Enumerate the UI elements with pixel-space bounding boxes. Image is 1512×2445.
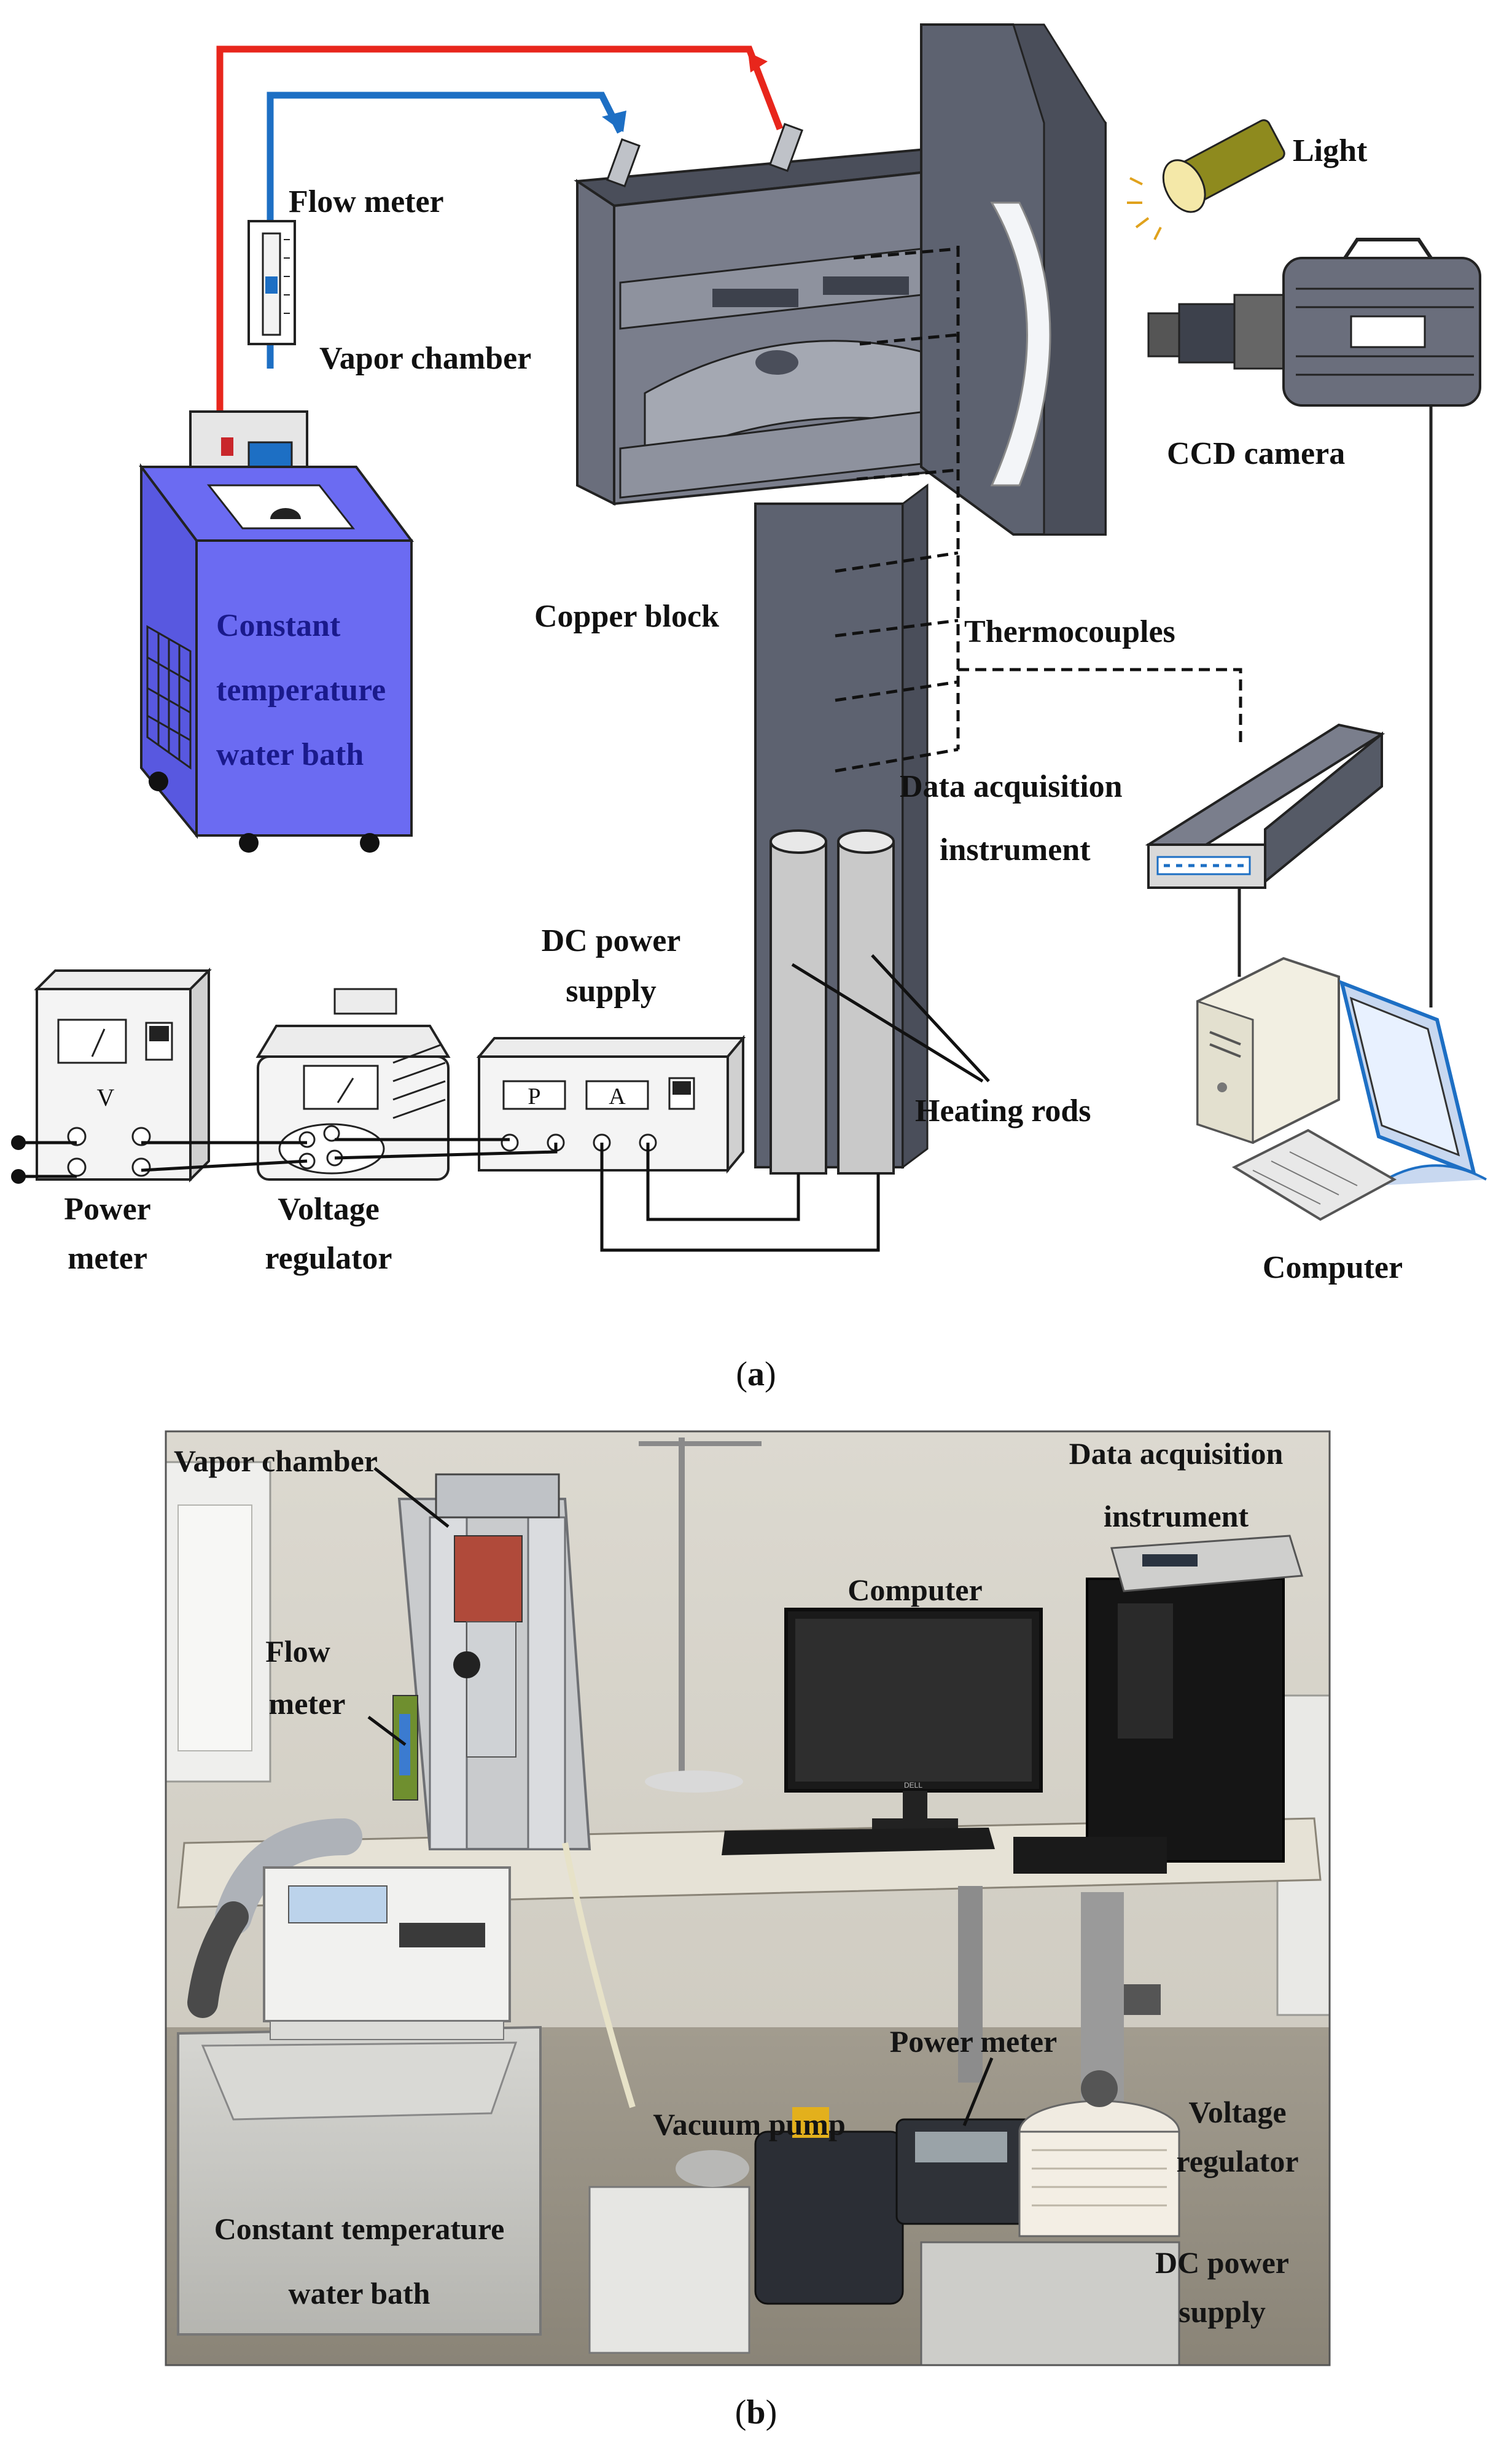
vent-grille [146, 625, 192, 770]
vapor-chamber-label: Vapor chamber [319, 341, 531, 376]
heating-rods [770, 829, 895, 1175]
light-label: Light [1293, 133, 1368, 168]
ccd-camera [1147, 238, 1481, 407]
photo-power-meter-label: Power meter [890, 2024, 1058, 2059]
power-meter-label-1: Power [64, 1192, 150, 1227]
dc-a-label: A [609, 1084, 626, 1109]
inlet-nozzle [606, 138, 641, 187]
cold-water-line [267, 92, 623, 369]
heating-rods-label: Heating rods [915, 1093, 1091, 1129]
voltage-regulator-label-1: Voltage [278, 1192, 380, 1227]
dc-label-2: supply [566, 974, 656, 1009]
water-bath-label-3: water bath [216, 737, 364, 772]
thermocouples-label: Thermocouples [964, 614, 1175, 649]
water-bath: Constant temperature water bath [139, 410, 414, 853]
outlet-nozzle [769, 123, 803, 172]
photo-daq [1110, 1535, 1303, 1592]
photo-daq-label-1: Data acquisition [1069, 1436, 1284, 1471]
computer-label: Computer [1263, 1250, 1403, 1285]
photo-power-meter [895, 2118, 1033, 2225]
heating-rods-callout [791, 954, 990, 1083]
schematic-diagram: Constant temperature water bath [11, 23, 1487, 1393]
monitor-brand: DELL [904, 1781, 922, 1790]
copper-block-label: Copper block [534, 599, 719, 634]
dc-power-supply: P A [476, 1035, 746, 1174]
power-meter-label-2: meter [68, 1241, 147, 1276]
lab-table [177, 1817, 1322, 1909]
photo-dc-label-2: supply [1179, 2294, 1266, 2329]
photo-bath-label-2: water bath [288, 2276, 430, 2310]
rig-frame [392, 1473, 591, 1850]
vapor-chamber [574, 123, 987, 506]
photo-voltage-regulator [1018, 2070, 1180, 2237]
dc-p-label: P [528, 1084, 540, 1109]
light [1127, 119, 1285, 240]
wiring [141, 1138, 880, 1252]
water-bath-label-2: temperature [216, 673, 386, 708]
flow-meter [247, 220, 296, 345]
photo-water-bath [177, 1866, 542, 2336]
hot-water-line [216, 45, 784, 412]
viewing-window [920, 23, 1107, 536]
flow-meter-label: Flow meter [289, 184, 444, 219]
cold-line-arrow [602, 111, 626, 132]
photo-voltage-label-2: regulator [1176, 2144, 1298, 2178]
computer-keyboard [1231, 1129, 1397, 1221]
dc-label-1: DC power [542, 923, 681, 958]
thermocouples [835, 246, 1242, 773]
photo-bath-label-1: Constant temperature [214, 2212, 505, 2246]
voltage-regulator-label-2: regulator [265, 1241, 392, 1276]
heating-rod-1 [770, 840, 827, 1175]
photo-dc-label-1: DC power [1155, 2245, 1289, 2280]
photo-vacuum-pump [588, 2107, 904, 2354]
photo-monitor: DELL [722, 1608, 1043, 1855]
data-acquisition-instrument [1145, 723, 1385, 889]
power-meter: V [11, 968, 212, 1184]
photo-scene: DELL [166, 1431, 1330, 2365]
photo-callouts [367, 1467, 994, 2126]
ccd-camera-label: CCD camera [1167, 436, 1345, 471]
daq-label-1: Data acquisition [900, 769, 1123, 804]
voltage-regulator [255, 988, 451, 1181]
caption-a: (a) [736, 1355, 776, 1393]
daq-label-2: instrument [940, 832, 1091, 867]
photo-vacuum-pump-label: Vacuum pump [653, 2107, 846, 2142]
photo-voltage-label-1: Voltage [1188, 2095, 1286, 2129]
photo-flow-label-1: Flow [265, 1634, 330, 1668]
photo-vapor-chamber-label: Vapor chamber [174, 1444, 378, 1478]
power-meter-v-label: V [97, 1084, 115, 1111]
photo-pc-tower [1013, 1578, 1285, 1874]
hot-line-arrow [748, 52, 768, 72]
photo-computer-label: Computer [848, 1573, 982, 1607]
photo-daq-label-2: instrument [1104, 1499, 1249, 1533]
computer [1196, 405, 1487, 1221]
heating-rod-2 [837, 840, 895, 1175]
water-bath-label-1: Constant [216, 608, 341, 643]
caption-b: (b) [735, 2393, 777, 2431]
photo-dc-supply [920, 2241, 1180, 2365]
photo-flow-label-2: meter [269, 1686, 346, 1721]
